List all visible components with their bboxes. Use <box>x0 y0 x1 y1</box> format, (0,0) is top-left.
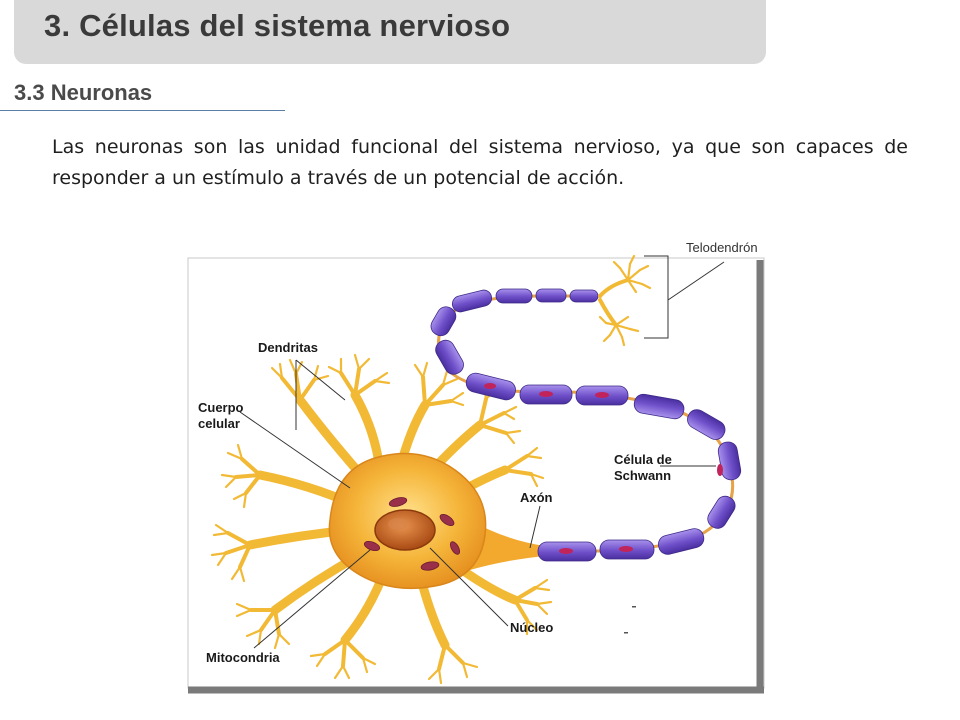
telodendron <box>598 254 652 347</box>
subtitle-underline <box>0 110 285 111</box>
mitochondria <box>363 497 461 571</box>
intro-paragraph: Las neuronas son las unidad funcional de… <box>52 136 908 189</box>
label-cell-body-line2: celular <box>198 416 240 431</box>
label-leaders <box>239 255 725 649</box>
label-nucleus: Núcleo <box>510 620 553 635</box>
schwann-nuclei <box>484 383 723 554</box>
speck-marks <box>624 606 636 634</box>
section-subtitle: 3.3 Neuronas <box>14 80 153 105</box>
label-schwann-line2: Schwann <box>614 468 671 483</box>
label-cell-body-line1: Cuerpo <box>198 400 244 415</box>
label-mitochondria: Mitocondria <box>206 650 280 665</box>
axon-hillock <box>470 520 545 570</box>
slide-title: 3. Células del sistema nervioso <box>44 8 511 43</box>
label-axon: Axón <box>520 490 553 505</box>
figure-frame <box>187 257 765 694</box>
label-dendrites: Dendritas <box>258 340 318 355</box>
title-bar <box>14 0 766 64</box>
nucleus <box>374 509 436 551</box>
label-telodendron: Telodendrón <box>686 240 758 255</box>
label-schwann-line1: Célula de <box>614 452 672 467</box>
